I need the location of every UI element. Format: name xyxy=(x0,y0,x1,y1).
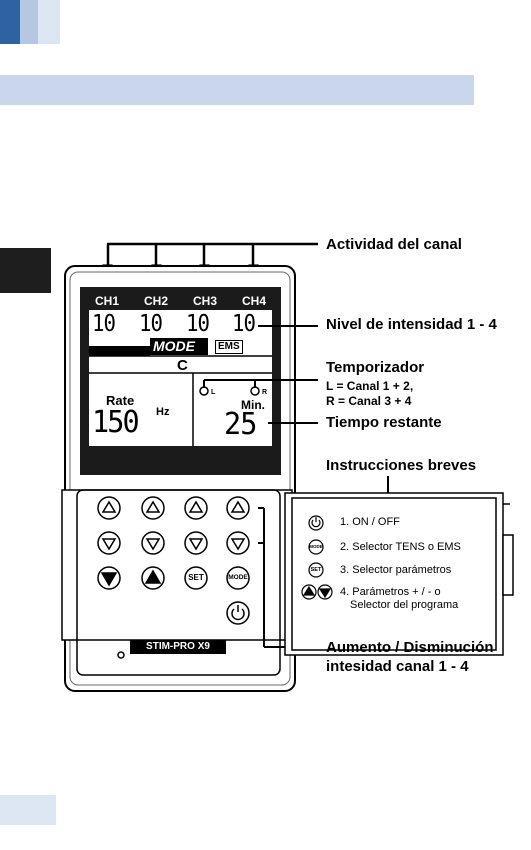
device-inner-edge xyxy=(69,271,291,686)
instruction-item: 3. Selector parámetros xyxy=(340,564,452,576)
lcd-mode-label: MODE xyxy=(153,338,195,354)
instruction-card xyxy=(291,497,497,651)
chapter-side-tab xyxy=(0,248,51,293)
lcd-rate-value: 150 xyxy=(92,405,140,440)
callout-up-down-line1: Aumento / Disminución xyxy=(326,639,494,656)
instruction-item: 2. Selector TENS o EMS xyxy=(340,541,461,553)
instruction-item: 1. ON / OFF xyxy=(340,516,400,528)
mode-bar-fill xyxy=(89,346,150,356)
up-down-icon xyxy=(301,584,333,600)
lcd-program: C xyxy=(177,357,188,374)
model-plate-bg xyxy=(130,640,226,654)
set-icon xyxy=(308,562,324,578)
callout-intensity-level: Nivel de intensidad 1 - 4 xyxy=(326,316,497,333)
page-tab-mid xyxy=(20,0,38,44)
callout-brief-instructions: Instrucciones breves xyxy=(326,457,477,474)
lcd-channel-label: CH3 xyxy=(193,294,218,308)
lcd-screen xyxy=(89,310,272,446)
power-button[interactable] xyxy=(226,601,250,625)
lcd-rate-unit: Hz xyxy=(156,406,170,418)
set-button-label: SET xyxy=(188,573,204,582)
ch4-down-button[interactable] xyxy=(226,531,250,555)
callout-timer-title: Temporizador xyxy=(326,359,425,376)
callout-timer-l: L = Canal 1 + 2, xyxy=(326,379,414,393)
callout-up-down-line2: intesidad canal 1 - 4 xyxy=(326,658,469,675)
mode-button[interactable] xyxy=(226,566,250,590)
indicator-hole xyxy=(117,651,125,659)
lcd-min-value: 25 xyxy=(224,407,257,442)
lcd-channel-label: CH1 xyxy=(95,294,120,308)
lcd-intensity: 10 xyxy=(92,311,116,337)
lcd-timer-l: L xyxy=(211,389,216,396)
lcd-rate-label: Rate xyxy=(106,393,135,408)
mode-icon-label: MODE xyxy=(309,544,323,549)
callout-timer-r: R = Canal 3 + 4 xyxy=(326,394,412,408)
program-down-button[interactable] xyxy=(97,566,121,590)
lcd-channel-label: CH2 xyxy=(144,294,169,308)
ch2-up-button[interactable] xyxy=(141,496,165,520)
power-icon xyxy=(308,515,324,531)
section-header-band xyxy=(0,75,474,105)
mode-icon xyxy=(308,539,324,555)
lcd-mode-value: EMS xyxy=(215,340,243,354)
mode-bar-black xyxy=(150,338,208,355)
callout-time-remaining: Tiempo restante xyxy=(326,414,442,431)
page-tab-dark xyxy=(0,0,20,44)
ch3-down-button[interactable] xyxy=(184,531,208,555)
lcd-intensity: 10 xyxy=(186,311,210,337)
ch2-down-button[interactable] xyxy=(141,531,165,555)
instruction-item: 4. Parámetros + / - o xyxy=(340,586,441,598)
ch3-up-button[interactable] xyxy=(184,496,208,520)
lcd-min-label: Min. xyxy=(241,398,265,412)
mode-button-label: MODE xyxy=(228,574,248,581)
ch4-up-button[interactable] xyxy=(226,496,250,520)
program-up-button[interactable] xyxy=(141,566,165,590)
ch1-down-button[interactable] xyxy=(97,531,121,555)
model-name: STIM-PRO X9 xyxy=(146,641,210,652)
keypad-bezel xyxy=(76,489,281,676)
footer-tab xyxy=(0,795,56,825)
lcd-timer-r: R xyxy=(262,389,268,396)
set-icon-label: SET xyxy=(310,567,322,573)
set-button[interactable] xyxy=(184,566,208,590)
lcd-intensity: 10 xyxy=(139,311,163,337)
lcd-intensity: 10 xyxy=(232,311,256,337)
callout-channel-activity: Actividad del canal xyxy=(326,236,462,253)
page-tab-light xyxy=(38,0,60,44)
timer-clock-icons xyxy=(199,386,260,396)
lcd-channel-label: CH4 xyxy=(242,294,267,308)
ch1-up-button[interactable] xyxy=(97,496,121,520)
instruction-item-line2: Selector del programa xyxy=(350,599,459,611)
channel-activity-bracket xyxy=(106,242,318,265)
